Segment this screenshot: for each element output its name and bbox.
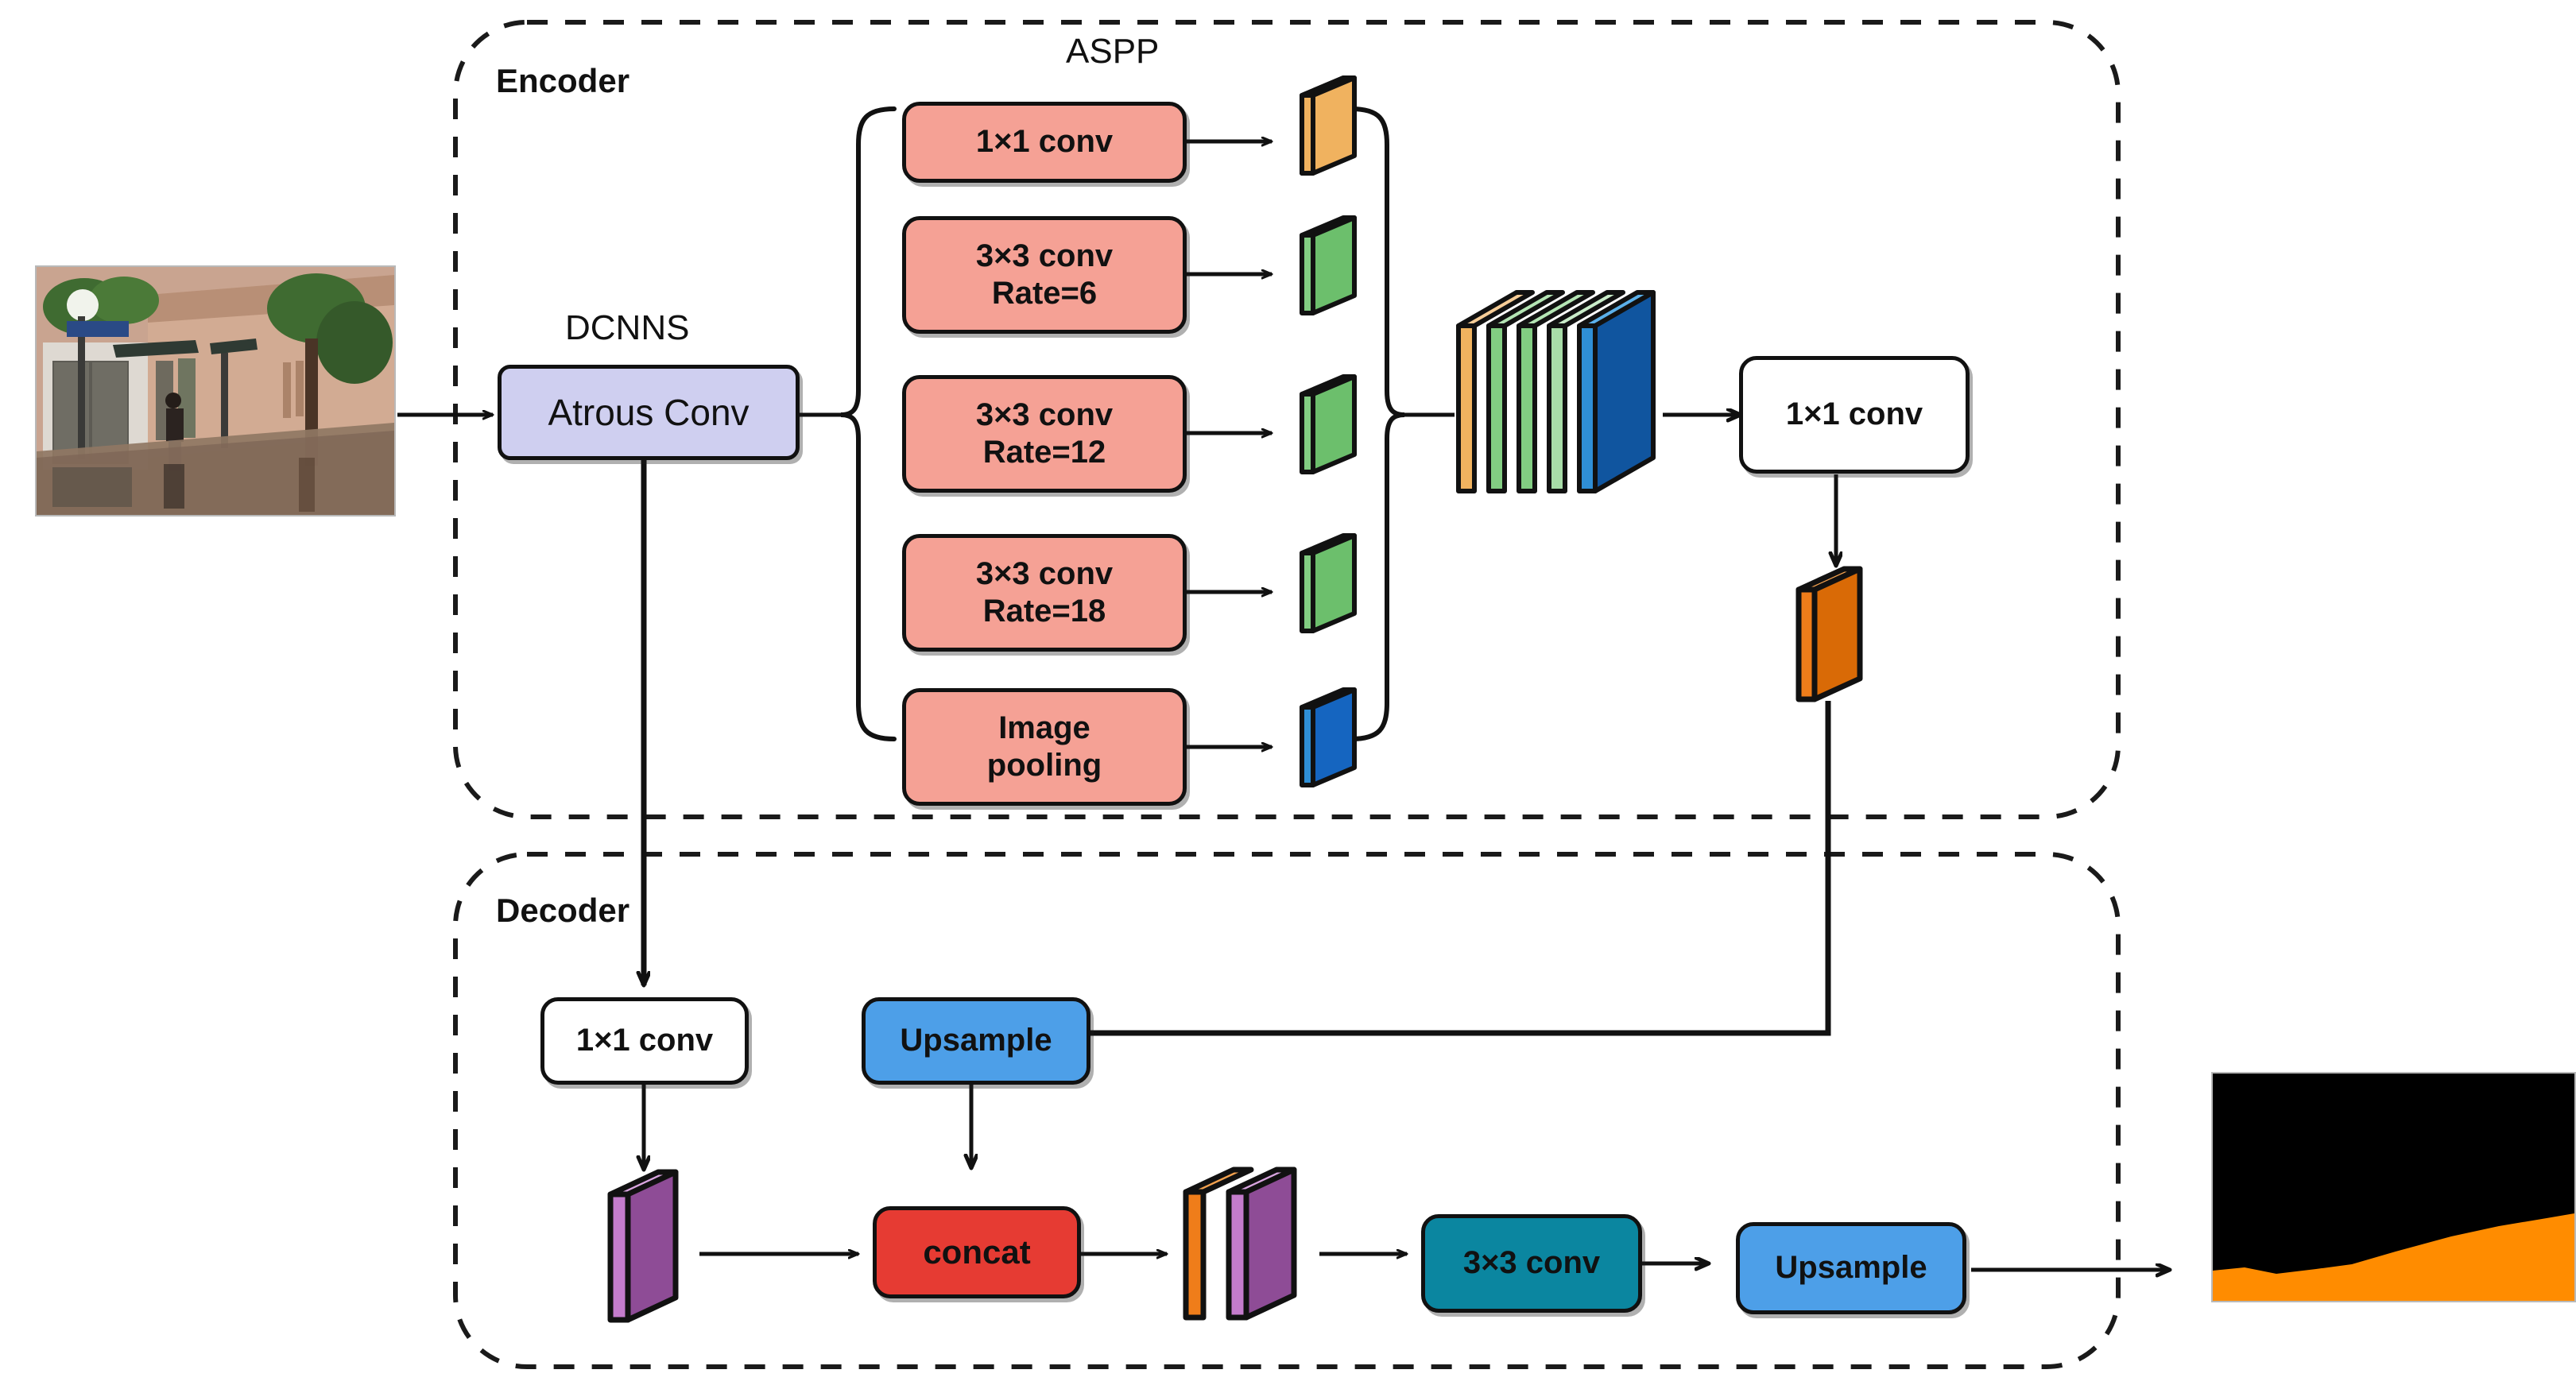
aspp-branch-2[interactable]: 3×3 conv Rate=6	[902, 216, 1187, 334]
output-mask-illustration	[2213, 1074, 2574, 1301]
aspp-branch-3[interactable]: 3×3 conv Rate=12	[902, 375, 1187, 493]
aspp-right-brace	[1349, 106, 1405, 741]
decoder-concat-stack	[1183, 1167, 1297, 1321]
input-image	[35, 265, 396, 517]
feature-slab-aspp-2	[1300, 215, 1357, 315]
decoder-upsample-box-1[interactable]: Upsample	[862, 997, 1090, 1085]
decoder-concat-label: concat	[923, 1233, 1031, 1271]
decoder-lowlevel-conv-box[interactable]: 1×1 conv	[540, 997, 749, 1085]
input-image-illustration	[37, 267, 394, 515]
encoder-label: Encoder	[496, 62, 630, 99]
aspp-branch-4-line2: Rate=18	[982, 594, 1106, 629]
decoder-label: Decoder	[496, 892, 630, 929]
aspp-branch-1-line1: 1×1 conv	[975, 124, 1114, 160]
encoder-output-slab	[1795, 566, 1863, 702]
encoder-container	[453, 20, 2121, 819]
aspp-branch-5-line1: Image	[998, 710, 1090, 745]
feature-slab-aspp-4	[1300, 533, 1357, 633]
aspp-branch-3-line1: 3×3 conv	[975, 397, 1114, 432]
decoder-upsample-box-2[interactable]: Upsample	[1736, 1222, 1966, 1314]
decoder-conv33-label: 3×3 conv	[1462, 1245, 1601, 1281]
feature-slab-aspp-5	[1300, 687, 1357, 787]
concat-feature-stack	[1456, 290, 1656, 493]
decoder-concat-box[interactable]: concat	[873, 1206, 1081, 1298]
feature-slab-aspp-3	[1300, 374, 1357, 474]
aspp-branch-5[interactable]: Image pooling	[902, 688, 1187, 806]
aspp-label: ASPP	[1066, 32, 1160, 71]
aspp-left-brace	[840, 106, 897, 741]
decoder-conv33-box[interactable]: 3×3 conv	[1421, 1214, 1642, 1313]
decoder-container	[453, 852, 2121, 1369]
decoder-lowlevel-conv-label: 1×1 conv	[575, 1023, 714, 1058]
arrow-encoder-to-upsample	[1054, 701, 1831, 1033]
feature-slab-aspp-1	[1300, 75, 1357, 176]
lowlevel-feature-slab	[607, 1169, 679, 1323]
encoder-projection-conv-box[interactable]: 1×1 conv	[1739, 356, 1970, 474]
decoder-upsample-1-label: Upsample	[900, 1023, 1052, 1058]
aspp-branch-2-line2: Rate=6	[991, 276, 1098, 311]
decoder-upsample-2-label: Upsample	[1775, 1250, 1927, 1286]
aspp-branch-2-line1: 3×3 conv	[975, 238, 1114, 273]
atrous-conv-label: Atrous Conv	[548, 391, 750, 433]
output-segmentation-image	[2211, 1072, 2576, 1302]
aspp-branch-3-line2: Rate=12	[982, 435, 1106, 470]
aspp-branch-5-line2: pooling	[986, 748, 1102, 783]
atrous-conv-box[interactable]: Atrous Conv	[498, 365, 800, 460]
aspp-branch-1[interactable]: 1×1 conv	[902, 102, 1187, 183]
encoder-projection-conv-label: 1×1 conv	[1785, 397, 1923, 432]
dcnns-label: DCNNS	[565, 308, 690, 347]
aspp-branch-4[interactable]: 3×3 conv Rate=18	[902, 534, 1187, 652]
aspp-branch-4-line1: 3×3 conv	[975, 555, 1114, 591]
